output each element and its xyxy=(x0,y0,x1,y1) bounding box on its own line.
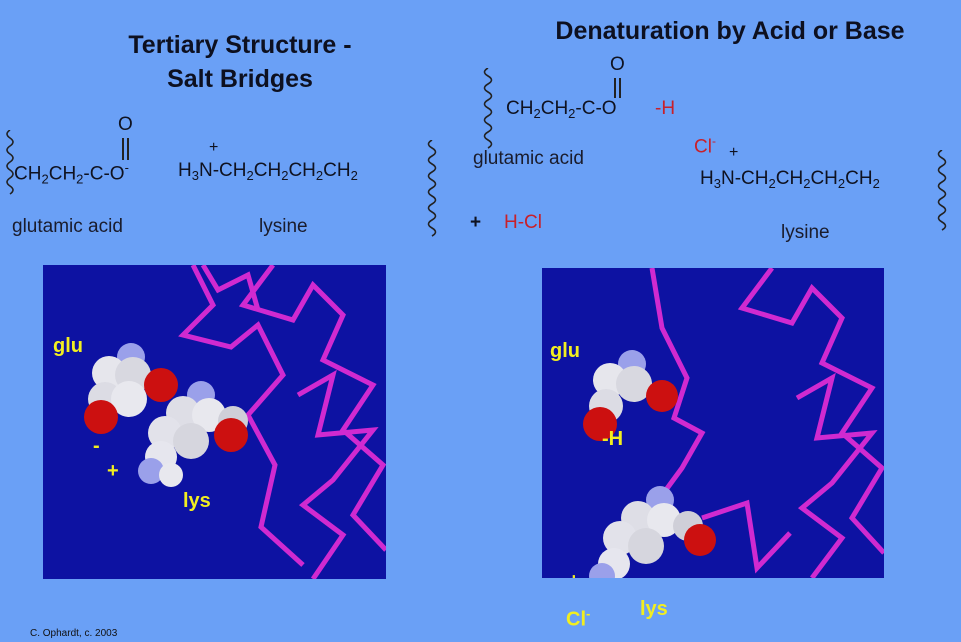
left-glu-formula: CH2CH2-C-O- xyxy=(14,160,129,187)
glu-oxygen-atom xyxy=(144,368,178,402)
right-double-bond xyxy=(614,78,616,98)
left-title: Tertiary Structure - Salt Bridges xyxy=(90,28,390,96)
right-lys-label: lysine xyxy=(781,222,830,243)
lys-model-label: lys xyxy=(183,490,211,512)
lys-plus-label: + xyxy=(107,460,119,482)
left-title-line1: Tertiary Structure - xyxy=(128,31,352,59)
glu-model-label: glu xyxy=(53,335,83,357)
right-glu-label: glutamic acid xyxy=(473,148,584,169)
right-wavy-bond-start-icon xyxy=(483,68,493,149)
chloride-model-label: Cl- xyxy=(566,606,590,632)
salt-bridge-model-panel: glu - + lys xyxy=(43,265,386,579)
right-wavy-bond-end-icon xyxy=(937,150,947,231)
left-lys-charge: + xyxy=(209,139,219,156)
left-carbonyl-oxygen: O xyxy=(118,114,133,135)
lys-plus-label-right: + xyxy=(568,570,580,578)
left-protein-backbone xyxy=(84,265,386,579)
right-chloride: Cl- xyxy=(694,134,716,158)
glu-minus-label: - xyxy=(93,435,100,457)
right-title: Denaturation by Acid or Base xyxy=(555,17,905,45)
chloride-model-charge: - xyxy=(586,606,591,621)
right-lys-formula: H3N-CH2CH2CH2CH2 xyxy=(700,168,880,191)
right-glu-formula: CH2CH2-C-O xyxy=(506,98,617,121)
right-lys-charge: + xyxy=(729,144,739,161)
left-glu-label: glutamic acid xyxy=(12,216,123,237)
glu-model-label-right: glu xyxy=(550,340,580,362)
chloride-model-symbol: Cl xyxy=(566,608,586,631)
left-wavy-bond-start-icon xyxy=(6,130,14,195)
right-chloride-charge: - xyxy=(711,134,716,148)
reagent-plus: + xyxy=(470,212,482,233)
left-double-bond xyxy=(122,138,124,160)
left-wavy-bond-end-icon xyxy=(427,140,437,237)
credit-text: C. Ophardt, c. 2003 xyxy=(30,628,118,639)
right-carbonyl-oxygen: O xyxy=(610,54,625,75)
reagent-hcl: H-Cl xyxy=(504,212,542,233)
lys-label-right-bottom: lys xyxy=(640,598,668,620)
left-lys-label: lysine xyxy=(259,216,308,237)
right-glu-hydrogen: -H xyxy=(655,98,676,119)
lys-nitrogen-atom xyxy=(138,458,164,484)
glu-protonated-label: -H xyxy=(602,428,624,450)
denatured-model-panel: glu -H + lys xyxy=(542,268,884,578)
right-chloride-symbol: Cl xyxy=(694,136,712,158)
left-lys-formula: H3N-CH2CH2CH2CH2 xyxy=(178,160,358,183)
left-title-line2: Salt Bridges xyxy=(167,65,313,93)
right-protein-backbone xyxy=(583,268,884,578)
